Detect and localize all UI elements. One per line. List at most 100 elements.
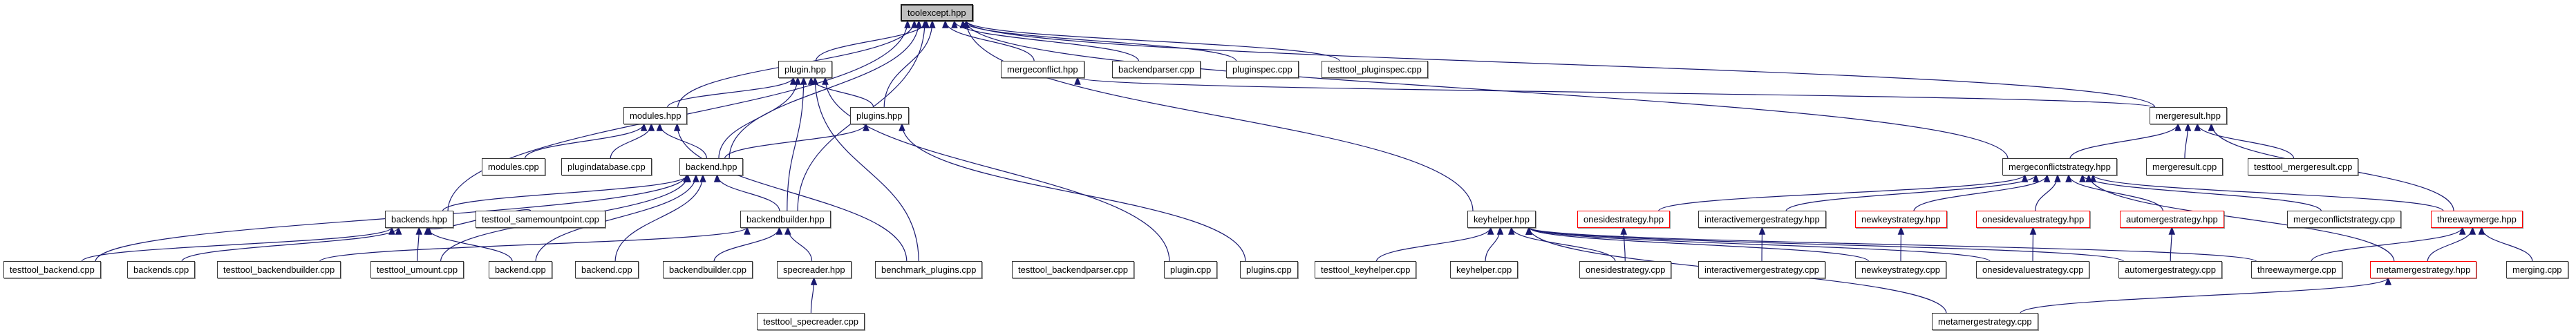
graph-node-imerge[interactable]: interactivemergestrategy.hpp bbox=[1698, 211, 1826, 228]
graph-node-backendparser[interactable]: backendparser.cpp bbox=[1112, 61, 1201, 78]
edge-bbuilder-to-backend bbox=[713, 173, 780, 212]
edge-mergeresult-to-tool bbox=[963, 19, 2156, 108]
graph-node-keyhelpercpp[interactable]: keyhelper.cpp bbox=[1450, 261, 1519, 278]
edge-metamerge-to-mcs bbox=[2085, 173, 2395, 262]
edge-backend-to-plugins bbox=[724, 122, 869, 160]
edge-mergeresultcpp-to-mergeresult bbox=[2184, 122, 2192, 160]
graph-node-mergeresultcpp[interactable]: mergeresult.cpp bbox=[2146, 158, 2224, 175]
graph-node-bbuildercpp[interactable]: backendbuilder.cpp bbox=[663, 261, 753, 278]
edge-onesides-to-mcs bbox=[1657, 173, 2029, 212]
graph-node-onesidescpp[interactable]: onesidestrategy.cpp bbox=[1579, 261, 1672, 278]
graph-node-plugincpp[interactable]: plugin.cpp bbox=[1164, 261, 1218, 278]
graph-node-specreader[interactable]: specreader.hpp bbox=[777, 261, 852, 278]
edge-ttspecreader-to-specreader bbox=[810, 276, 818, 314]
edge-backendcpp1-to-backend bbox=[535, 173, 699, 262]
graph-node-threeway[interactable]: threewaymerge.hpp bbox=[2431, 211, 2523, 228]
edge-automergecpp-to-keyhelper bbox=[1525, 226, 2125, 262]
edge-mergeresult-to-mergeconflict bbox=[1074, 76, 2156, 108]
graph-node-ttbackendparser[interactable]: testtool_backendparser.cpp bbox=[1012, 261, 1134, 278]
graph-node-metamerge[interactable]: metamergestrategy.hpp bbox=[2370, 261, 2477, 278]
edge-mcscpp-to-mcs bbox=[2079, 173, 2322, 212]
graph-node-ttbbuilder[interactable]: testtool_backendbuilder.cpp bbox=[217, 261, 341, 278]
graph-node-modulescpp[interactable]: modules.cpp bbox=[482, 158, 545, 175]
edge-automerge-to-mcs bbox=[2065, 173, 2164, 212]
graph-node-plugindb[interactable]: plugindatabase.cpp bbox=[561, 158, 652, 175]
edge-backend-to-tool bbox=[728, 19, 923, 160]
edge-modules-to-plugin bbox=[666, 76, 797, 108]
edge-modulescpp-to-modules bbox=[524, 122, 648, 160]
edge-metamerge-to-threeway bbox=[2427, 226, 2476, 262]
graph-node-automergecpp[interactable]: automergestrategy.cpp bbox=[2118, 261, 2222, 278]
edge-backends-to-backend bbox=[442, 173, 691, 212]
edge-metamergecpp-to-metamerge bbox=[2020, 276, 2391, 314]
graph-node-modules[interactable]: modules.hpp bbox=[623, 107, 688, 124]
graph-node-mcscpp[interactable]: mergeconflictstrategy.cpp bbox=[2287, 211, 2402, 228]
graph-node-pluginscpp[interactable]: plugins.cpp bbox=[1240, 261, 1298, 278]
graph-node-bbuilder[interactable]: backendbuilder.hpp bbox=[740, 211, 831, 228]
graph-node-mergeresult[interactable]: mergeresult.hpp bbox=[2150, 107, 2227, 124]
graph-node-ttmergeresult[interactable]: testtool_mergeresult.cpp bbox=[2248, 158, 2359, 175]
edge-newkeycpp-to-keyhelper bbox=[1525, 226, 1870, 262]
edge-onesidevalcpp-to-keyhelper bbox=[1525, 226, 1991, 262]
edge-onesidescpp-to-onesides bbox=[1620, 226, 1628, 262]
graph-node-pluginspec[interactable]: pluginspec.cpp bbox=[1226, 61, 1299, 78]
graph-node-backendcpp2[interactable]: backend.cpp bbox=[575, 261, 639, 278]
edge-backendcpp2-to-backend bbox=[614, 173, 706, 262]
edge-threewaycpp-to-keyhelper bbox=[1525, 226, 2257, 262]
edge-onesideval-to-mcs bbox=[2034, 173, 2061, 212]
graph-node-threewaycpp[interactable]: threewaymerge.cpp bbox=[2251, 261, 2343, 278]
edge-onesidescpp-to-keyhelper bbox=[1508, 226, 1616, 262]
graph-node-onesides[interactable]: onesidestrategy.hpp bbox=[1577, 211, 1671, 228]
graph-node-metamergecpp[interactable]: metamergestrategy.cpp bbox=[1932, 313, 2038, 330]
graph-node-ttpluginspec[interactable]: testtool_pluginspec.cpp bbox=[1322, 61, 1428, 78]
edge-backendparser-to-tool bbox=[951, 19, 1140, 62]
edge-ttumount-to-backends bbox=[415, 226, 423, 262]
graph-node-ttkeyhelper[interactable]: testtool_keyhelper.cpp bbox=[1315, 261, 1417, 278]
graph-node-backend[interactable]: backend.hpp bbox=[679, 158, 744, 175]
graph-node-newkey[interactable]: newkeystrategy.hpp bbox=[1855, 211, 1947, 228]
edge-backendscpp-to-backends bbox=[181, 226, 402, 262]
graph-node-newkeycpp[interactable]: newkeystrategy.cpp bbox=[1855, 261, 1946, 278]
graph-node-mergeconflict[interactable]: mergeconflict.hpp bbox=[1001, 61, 1084, 78]
edge-newkey-to-mcs bbox=[1913, 173, 2051, 212]
edge-bbuilder-to-plugin bbox=[787, 76, 807, 212]
edge-benchplugins-to-plugin bbox=[811, 76, 919, 262]
edge-ttpluginspec-to-tool bbox=[963, 19, 1340, 62]
graph-node-plugin[interactable]: plugin.hpp bbox=[778, 61, 832, 78]
edge-plugindb-to-modules bbox=[610, 122, 655, 160]
graph-node-backends[interactable]: backends.hpp bbox=[385, 211, 453, 228]
edge-mergingcpp-to-threeway bbox=[2478, 226, 2533, 262]
graph-node-mcs[interactable]: mergeconflictstrategy.hpp bbox=[2002, 158, 2117, 175]
edge-threeway-to-mcs bbox=[2089, 173, 2444, 212]
graph-node-ttumount[interactable]: testtool_umount.cpp bbox=[370, 261, 464, 278]
edge-keyhelpercpp-to-keyhelper bbox=[1485, 226, 1504, 262]
edge-specreader-to-bbuilder bbox=[784, 226, 813, 262]
graph-node-keyhelper[interactable]: keyhelper.hpp bbox=[1467, 211, 1536, 228]
graph-node-ttbackend[interactable]: testtool_backend.cpp bbox=[3, 261, 101, 278]
graph-node-benchplugins[interactable]: benchmark_plugins.cpp bbox=[875, 261, 983, 278]
edge-plugin-to-tool bbox=[815, 19, 930, 62]
edge-ttkeyhelper-to-keyhelper bbox=[1375, 226, 1494, 262]
graph-node-backendscpp[interactable]: backends.cpp bbox=[127, 261, 196, 278]
graph-node-mergingcpp[interactable]: merging.cpp bbox=[2506, 261, 2568, 278]
edge-automergecpp-to-automerge bbox=[2168, 226, 2176, 262]
graph-node-onesidevalcpp[interactable]: onesidevaluestrategy.cpp bbox=[1976, 261, 2090, 278]
edge-ttmergeresult-to-mergeresult bbox=[2194, 122, 2295, 160]
edge-plugins-to-tool bbox=[883, 19, 936, 108]
edge-mergeconflict-to-tool bbox=[941, 19, 1035, 62]
edge-imerge-to-mcs bbox=[1785, 173, 2040, 212]
graph-node-automerge[interactable]: automergestrategy.hpp bbox=[2120, 211, 2224, 228]
edge-pluginspec-to-tool bbox=[959, 19, 1237, 62]
edge-backend-to-plugin bbox=[718, 76, 801, 160]
graph-node-backendcpp1[interactable]: backend.cpp bbox=[489, 261, 552, 278]
edge-ttbackend-to-backends bbox=[81, 226, 395, 262]
graph-node-onesideval[interactable]: onesidevaluestrategy.hpp bbox=[1976, 211, 2091, 228]
graph-node-ttsamemount[interactable]: testtool_samemountpoint.cpp bbox=[476, 211, 605, 228]
graph-node-plugins[interactable]: plugins.hpp bbox=[850, 107, 909, 124]
edge-mcs-to-tool bbox=[963, 19, 2009, 160]
graph-node-ttspecreader[interactable]: testtool_specreader.cpp bbox=[757, 313, 865, 330]
graph-node-imergecpp[interactable]: interactivemergestrategy.cpp bbox=[1698, 261, 1825, 278]
edge-bbuildercpp-to-bbuilder bbox=[713, 226, 783, 262]
